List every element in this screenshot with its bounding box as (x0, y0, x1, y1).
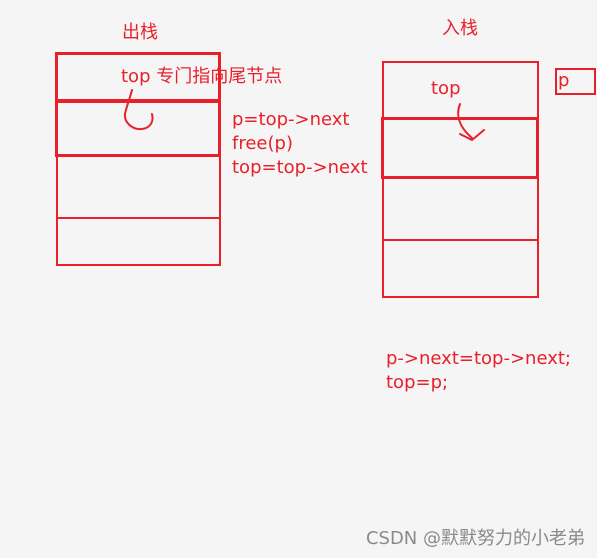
new-node-p (555, 68, 596, 95)
push-stack-node-4 (382, 239, 539, 298)
push-top-label: top (431, 78, 461, 99)
push-stack-title: 入栈 (442, 18, 478, 39)
push-code-block: p->next=top->next; top=p; (386, 347, 571, 395)
push-stack-node-3 (382, 177, 539, 241)
push-top-arrow-icon (457, 103, 485, 141)
pop-stack-title: 出栈 (122, 22, 158, 43)
pop-code-line: p=top->next (232, 109, 350, 130)
pop-stack-node-3 (56, 155, 221, 219)
push-code-line: p->next=top->next; (386, 348, 571, 369)
pop-code-line: top=top->next (232, 157, 368, 178)
pop-top-arrow-icon (123, 89, 154, 131)
pop-top-note: top 专门指向尾节点 (121, 66, 283, 87)
new-node-p-label: p (558, 70, 570, 91)
pop-code-line: free(p) (232, 133, 293, 154)
pop-code-block: p=top->next free(p) top=top->next (232, 108, 368, 180)
csdn-watermark: CSDN @默默努力的小老弟 (365, 528, 585, 549)
push-code-line: top=p; (386, 372, 449, 393)
pop-stack-node-4 (56, 217, 221, 266)
